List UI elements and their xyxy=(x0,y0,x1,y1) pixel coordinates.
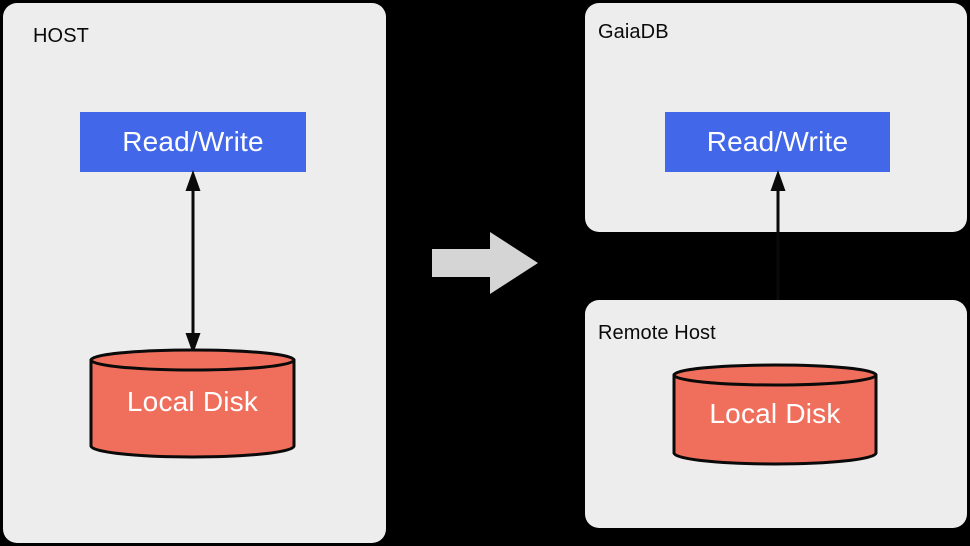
panel-gaiadb-title: GaiaDB xyxy=(598,21,669,43)
right-block-arrow-icon xyxy=(430,230,540,296)
gaiadb-read-write-label: Read/Write xyxy=(706,126,849,157)
gaiadb-read-write-box[interactable]: Read/Write xyxy=(665,112,890,172)
host-local-disk[interactable]: Local Disk xyxy=(89,348,296,459)
host-readwrite-disk-arrow xyxy=(170,170,216,354)
host-read-write-box[interactable]: Read/Write xyxy=(80,112,306,172)
panel-remote-host-title: Remote Host xyxy=(598,322,716,344)
remote-local-disk[interactable]: Local Disk xyxy=(672,363,878,466)
panel-host-title: HOST xyxy=(33,25,89,47)
host-read-write-label: Read/Write xyxy=(122,126,264,157)
